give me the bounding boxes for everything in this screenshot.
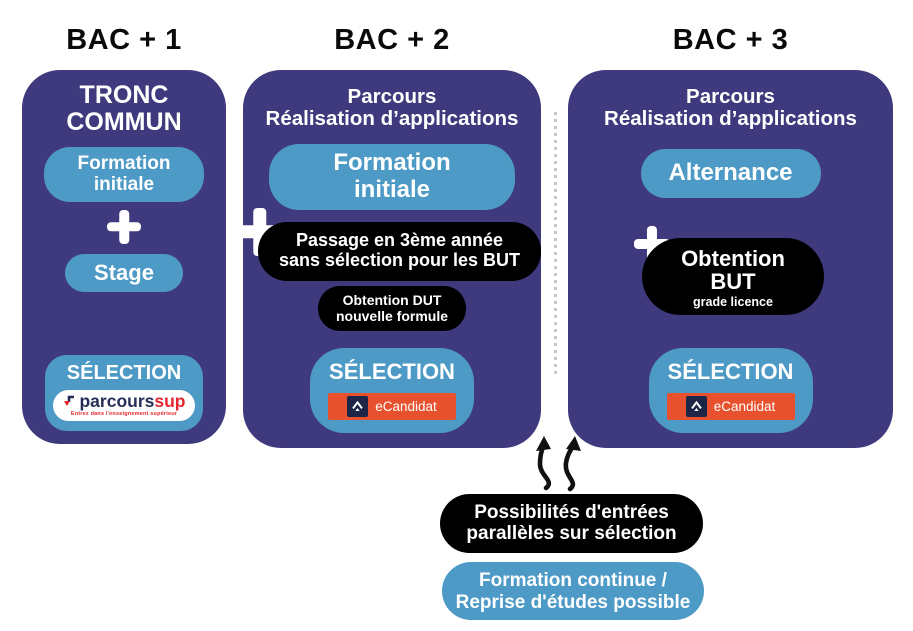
parcoursup-tagline: Entrez dans l'enseignement supérieur <box>70 411 178 417</box>
pill-possibilites-entrees: Possibilités d'entrées parallèles sur sé… <box>440 494 703 553</box>
pill-obtention-dut: Obtention DUT nouvelle formule <box>318 286 466 332</box>
card-bac3: Parcours Réalisation d’applications Alte… <box>568 70 893 448</box>
card-bac1-title-line1: TRONC <box>79 81 169 109</box>
card-bac3-title-line2: Réalisation d’applications <box>604 106 857 130</box>
parcoursup-text-main: parcours <box>79 390 155 411</box>
selection-label: SÉLECTION <box>66 361 182 384</box>
pill-formation-initiale-bac2: Formation initiale <box>269 144 515 211</box>
selection-label: SÉLECTION <box>329 359 455 384</box>
selection-box-bac2: SÉLECTION eCandidat <box>310 348 474 433</box>
card-bac2-title-line1: Parcours <box>347 85 437 108</box>
card-bac3-title: Parcours Réalisation d’applications <box>604 86 857 129</box>
header-bac-plus-3: BAC + 3 <box>672 24 789 56</box>
card-bac2-title: Parcours Réalisation d’applications <box>266 86 519 129</box>
pill-alternance: Alternance <box>640 149 821 199</box>
ecandidat-chevron-icon <box>685 396 707 417</box>
selection-box-bac3: SÉLECTION eCandidat <box>648 348 813 433</box>
card-bac1: TRONC COMMUN Formation initiale Stage SÉ… <box>22 70 226 444</box>
card-bac2-title-line2: Réalisation d’applications <box>265 106 519 130</box>
pill-obtention-but: Obtention BUT grade licence <box>642 238 824 315</box>
card-bac2: Parcours Réalisation d’applications Form… <box>243 70 541 448</box>
pill-stage: Stage <box>65 253 183 293</box>
ecandidat-label: eCandidat <box>375 399 437 414</box>
pill-formation-initiale-bac1: Formation initiale <box>44 147 204 202</box>
header-bac-plus-1: BAC + 1 <box>66 24 182 56</box>
pill-passage-3eme-annee: Passage en 3ème année sans sélection pou… <box>258 222 541 281</box>
parcoursup-arrow-icon <box>64 395 75 407</box>
dotted-separator <box>554 112 557 374</box>
parallel-entry-arrows-icon <box>536 436 581 492</box>
ecandidat-logo: eCandidat <box>666 393 795 420</box>
plus-icon <box>107 210 141 244</box>
card-bac1-title: TRONC COMMUN <box>66 82 181 135</box>
card-bac1-title-line2: COMMUN <box>66 107 182 136</box>
card-bac3-title-line1: Parcours <box>686 85 775 108</box>
ecandidat-chevron-icon <box>347 396 369 417</box>
ecandidat-logo: eCandidat <box>328 393 456 420</box>
selection-label: SÉLECTION <box>667 359 794 384</box>
header-bac-plus-2: BAC + 2 <box>334 24 450 56</box>
parcoursup-text-accent: sup <box>154 390 186 411</box>
ecandidat-label: eCandidat <box>713 399 776 414</box>
pill-formation-continue: Formation continue / Reprise d'études po… <box>442 562 704 620</box>
